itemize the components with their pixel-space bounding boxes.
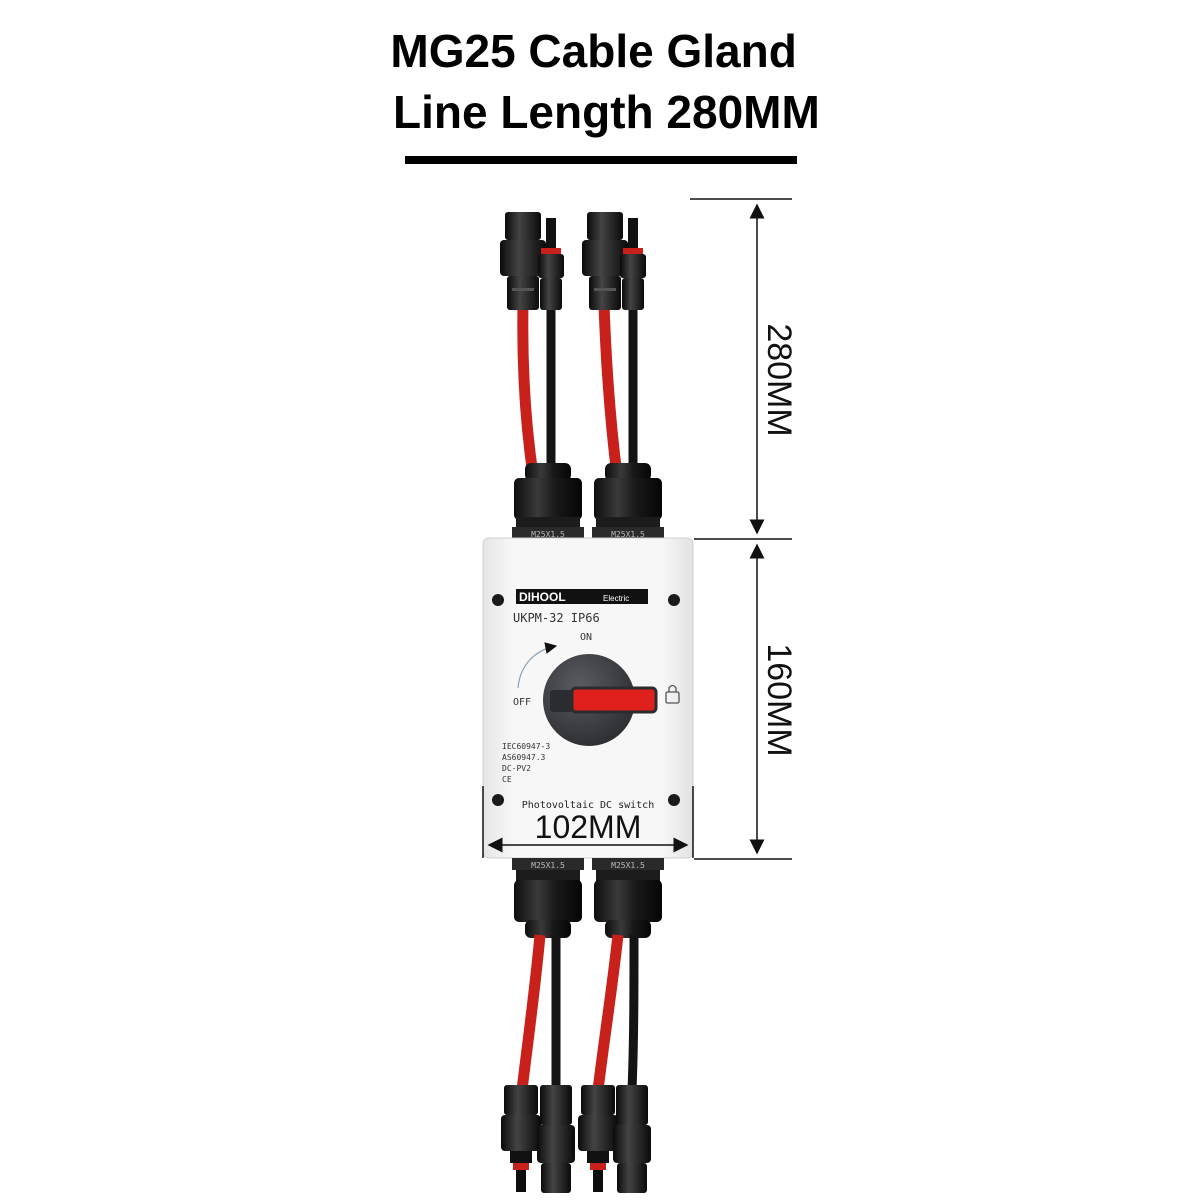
- svg-text:M25X1.5: M25X1.5: [611, 530, 645, 539]
- svg-text:M25X1.5: M25X1.5: [531, 861, 565, 870]
- mc4-female-connector-bottom-right: [613, 1085, 651, 1193]
- bottom-red-cable-right: [592, 934, 624, 1091]
- brand-badge: [516, 589, 648, 604]
- on-label: ON: [580, 632, 592, 643]
- mc4-male-connector-bottom-left: [501, 1085, 541, 1192]
- dimension-280mm: 280MM: [690, 198, 798, 540]
- rotation-arrow-icon: [517, 642, 558, 689]
- top-cables: [517, 304, 638, 476]
- top-red-cable-left: [517, 304, 539, 476]
- svg-text:M25X1.5: M25X1.5: [531, 530, 565, 539]
- off-label: OFF: [513, 697, 531, 708]
- screw-top-left: [492, 594, 504, 606]
- mc4-male-connector-top-right: [620, 218, 646, 310]
- top-cable-glands: M25X1.5 M25X1.5: [512, 463, 664, 539]
- cable-gland-bottom-left: M25X1.5: [512, 858, 584, 938]
- mc4-male-connector-top-left: [538, 218, 564, 310]
- mc4-female-connector-top-left: [500, 212, 546, 310]
- dimension-160mm: 160MM: [694, 543, 798, 860]
- title-line-2: Line Length 280MM: [380, 86, 820, 138]
- brand-name: DIHOOL: [519, 590, 566, 604]
- switch-housing: DIHOOL Electric UKPM-32 IP66 ON OFF IEC6…: [482, 537, 694, 859]
- top-red-cable-right: [598, 304, 623, 476]
- title-underline: [405, 156, 797, 164]
- dimension-label-280mm: 280MM: [760, 323, 798, 436]
- mc4-female-connector-bottom-left: [537, 1085, 575, 1193]
- padlock-icon: [665, 684, 680, 704]
- standard-as: AS60947.3: [502, 753, 546, 762]
- cable-gland-bottom-right: M25X1.5: [592, 858, 664, 938]
- mc4-male-connector-bottom-right: [578, 1085, 618, 1192]
- standard-dc: DC-PV2: [502, 764, 531, 773]
- cable-gland-top-right: M25X1.5: [592, 463, 664, 539]
- bottom-connectors: [501, 1085, 651, 1193]
- cable-gland-top-left: M25X1.5: [512, 463, 584, 539]
- standard-iec: IEC60947-3: [502, 742, 550, 751]
- top-connectors: [500, 212, 646, 310]
- dimension-label-160mm: 160MM: [760, 643, 798, 756]
- screw-bottom-right: [668, 794, 680, 806]
- bottom-red-cable-left: [516, 934, 546, 1091]
- brand-suffix: Electric: [603, 594, 629, 603]
- title-line-1: MG25 Cable Gland: [390, 25, 810, 77]
- svg-text:M25X1.5: M25X1.5: [611, 861, 645, 870]
- screw-bottom-left: [492, 794, 504, 806]
- bottom-cables: [516, 934, 639, 1091]
- dimension-102mm: 102MM: [482, 786, 694, 858]
- bottom-cable-glands: M25X1.5 M25X1.5: [512, 858, 664, 938]
- model-label: UKPM-32 IP66: [513, 611, 600, 625]
- product-name: Photovoltaic DC switch: [522, 800, 654, 811]
- ce-mark: CE: [502, 775, 512, 784]
- bottom-black-cable-right: [627, 934, 639, 1091]
- handle-left-dark: [550, 690, 574, 712]
- red-handle: [570, 686, 658, 714]
- mc4-female-connector-top-right: [582, 212, 628, 310]
- dimension-label-102mm: 102MM: [535, 809, 642, 845]
- screw-top-right: [668, 594, 680, 606]
